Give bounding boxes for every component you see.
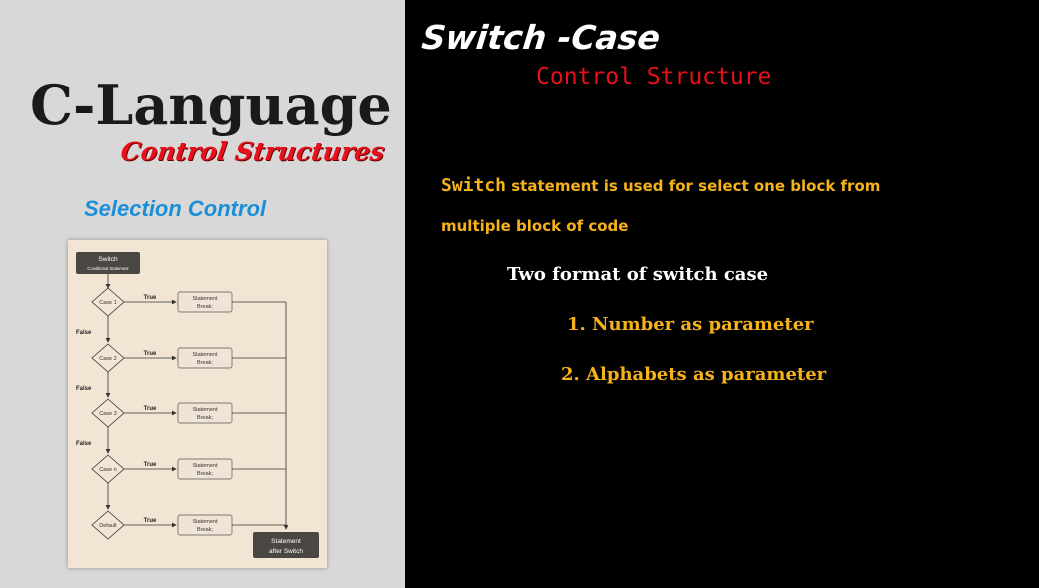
slide-title: Switch -Case [419, 18, 663, 57]
break-label: Break; [197, 304, 213, 310]
case-label: Case 2 [99, 356, 116, 362]
true-label: True [144, 351, 157, 357]
false-label: False [76, 386, 92, 392]
start-box [76, 252, 140, 274]
case-label: Default [99, 523, 117, 529]
description-line1: Switch statement is used for select one … [441, 175, 880, 196]
section-heading: Selection Control [84, 196, 267, 221]
case-diamond [91, 510, 125, 540]
slide-subtitle: Control Structure [536, 64, 772, 90]
right-panel [405, 0, 1039, 588]
main-title: C-Language [30, 73, 392, 137]
statement-label: Statement [192, 519, 218, 525]
true-label: True [144, 406, 157, 412]
start-sublabel: Conditional Statement [87, 266, 129, 271]
true-label: True [144, 295, 157, 301]
break-label: Break; [197, 415, 213, 421]
statement-label: Statement [192, 296, 218, 302]
start-label: Switch [98, 256, 118, 263]
format-item-2: 2. Alphabets as parameter [561, 364, 827, 385]
case-label: Case 1 [99, 300, 116, 306]
case-label: Case 3 [99, 411, 116, 417]
break-label: Break; [197, 360, 213, 366]
format-item-1: 1. Number as parameter [567, 314, 814, 335]
end-box [253, 532, 319, 558]
description-rest: statement is used for select one block f… [506, 177, 881, 195]
statement-label: Statement [192, 352, 218, 358]
statement-label: Statement [192, 407, 218, 413]
break-label: Break; [197, 471, 213, 477]
true-label: True [144, 462, 157, 468]
end-label: Statement [271, 538, 301, 545]
description-line2: multiple block of code [441, 217, 629, 235]
main-subtitle: Control Structures [118, 137, 387, 166]
end-sublabel: after Switch [269, 548, 303, 555]
true-label: True [144, 518, 157, 524]
false-label: False [76, 330, 92, 336]
statement-label: Statement [192, 463, 218, 469]
break-label: Break; [197, 527, 213, 533]
case-label: Case n [99, 467, 116, 473]
false-label: False [76, 441, 92, 447]
switch-keyword: Switch [441, 175, 507, 196]
formats-heading: Two format of switch case [507, 264, 769, 285]
